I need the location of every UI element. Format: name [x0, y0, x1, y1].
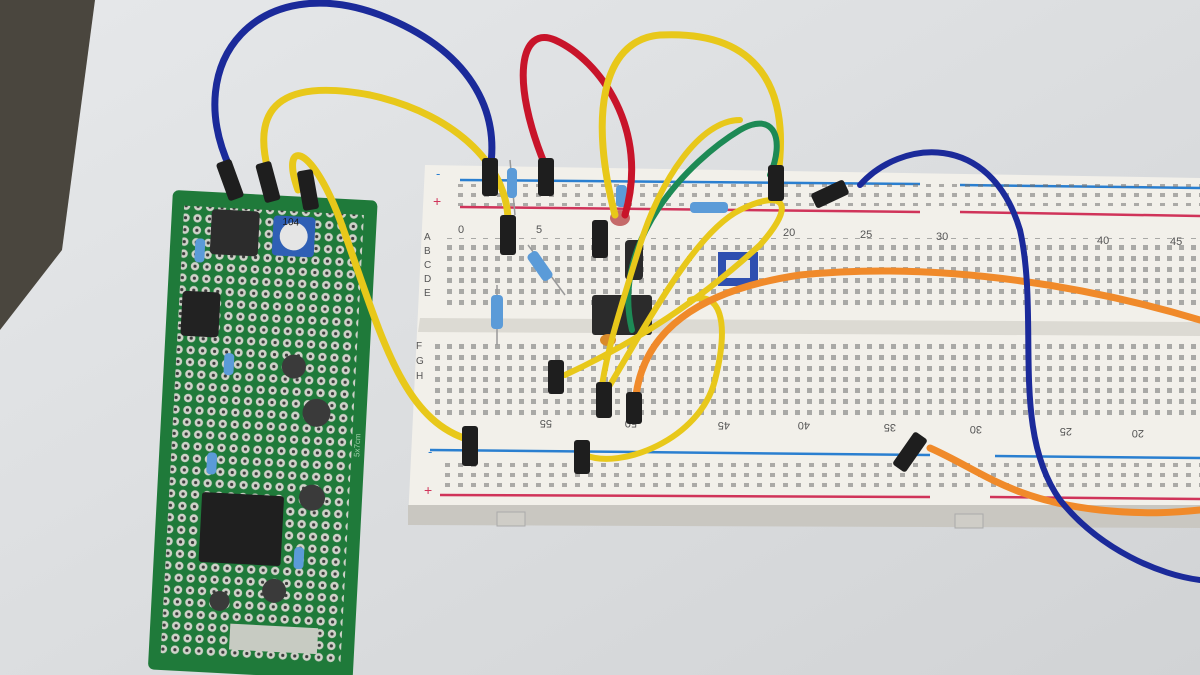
row-letter-f: F	[416, 341, 422, 352]
col-number-20b: 20	[1132, 427, 1144, 439]
row-letter-b: B	[424, 246, 431, 257]
wire-red	[519, 34, 636, 219]
row-letter-a: A	[424, 232, 431, 243]
col-number-35b: 35	[884, 421, 896, 433]
row-letter-g: G	[416, 356, 424, 367]
row-letter-d: D	[424, 274, 431, 285]
wire-yellow-cross-b	[597, 117, 743, 403]
col-number-30b: 30	[970, 423, 982, 435]
row-letter-e: E	[424, 288, 431, 299]
breadboard-components	[491, 159, 758, 346]
rail-minus-top: -	[436, 166, 440, 181]
col-number-55: 55	[540, 417, 552, 429]
jumper-wires	[211, 0, 1200, 583]
wire-yellow-left-b	[289, 152, 474, 444]
col-number-45b: 45	[718, 419, 730, 431]
ic-chip	[592, 295, 652, 335]
col-number-25b: 25	[1060, 425, 1072, 437]
pcb-size-label: 5x7cm	[352, 433, 362, 457]
perfboard: 104 5x7cm	[148, 190, 378, 675]
wire-orange-b	[926, 444, 1200, 517]
row-letter-h: H	[416, 371, 423, 382]
wire-yellow-bottom	[582, 295, 725, 462]
col-number-40b: 40	[798, 419, 810, 431]
pcb-pot-label: 104	[282, 217, 300, 229]
wire-connectors	[216, 158, 927, 474]
wire-yellow-top	[598, 31, 784, 219]
rail-plus-top: +	[433, 193, 441, 209]
rail-minus-bottom: -	[428, 444, 432, 459]
pcb-ic	[198, 492, 284, 566]
wire-orange-a	[631, 267, 1200, 409]
rail-plus-bottom: +	[424, 482, 432, 498]
wire-yellow-cross-a	[562, 197, 785, 388]
breadboard: 0 5 20 25 30 40 45 A B C D E F G H 55 50…	[408, 165, 1200, 529]
col-number-20: 20	[783, 227, 795, 239]
dark-corner	[0, 0, 95, 330]
row-letter-c: C	[424, 260, 431, 271]
wire-blue-right	[857, 149, 1200, 583]
wire-blue-left	[211, 0, 496, 174]
col-number-5: 5	[536, 224, 542, 236]
col-number-0: 0	[458, 224, 464, 236]
